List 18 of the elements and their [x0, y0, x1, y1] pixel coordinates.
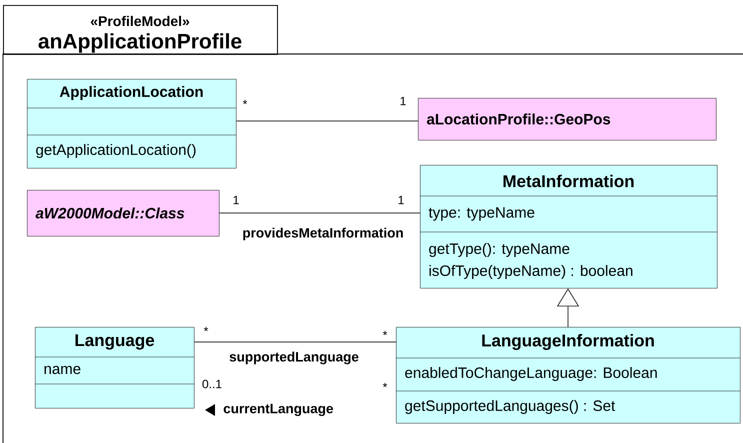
class-box: aLocationProfile::GeoPos	[418, 98, 716, 140]
class-box: Language name	[34, 327, 194, 408]
multiplicity: *	[204, 326, 208, 332]
edge-label: providesMetaInformation	[241, 226, 405, 242]
node-label: anApplicationProfile	[38, 33, 242, 53]
role-label: currentLanguage	[224, 404, 333, 416]
multiplicity: 1	[234, 196, 239, 204]
association-line	[219, 212, 420, 214]
class-box: ApplicationLocation getApplicationLocation()	[26, 79, 236, 168]
class-box: aW2000Model::Class	[27, 190, 220, 236]
class-box: LanguageInformation enabledToChangeLanguage: Boolean getSupportedLanguages() : Set	[396, 327, 740, 424]
multiplicity: 1	[400, 96, 406, 106]
association-line	[236, 120, 418, 122]
node-label: «ProfileModel»	[90, 16, 190, 26]
edge-label: supportedLanguage	[228, 350, 360, 366]
multiplicity: 1	[398, 196, 404, 204]
class-box: MetaInformation type: typeName getType(): typeName isOfType(typeName) : boolean	[420, 165, 718, 288]
multiplicity: *	[382, 330, 388, 336]
